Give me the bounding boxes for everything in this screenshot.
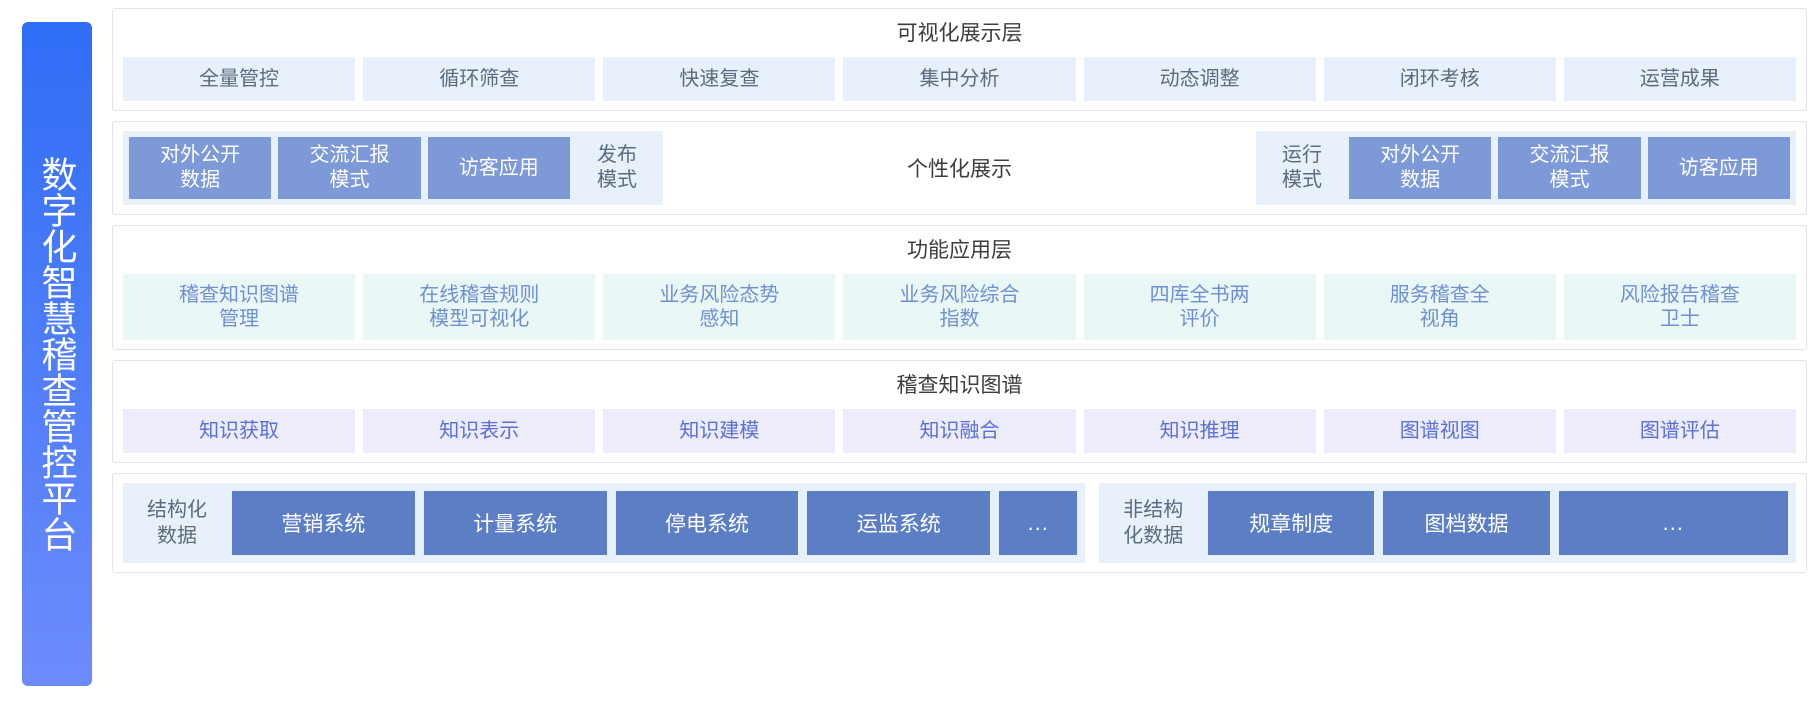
- unstructured-data-label: 非结构化数据: [1123, 499, 1184, 547]
- chip-visual-0[interactable]: 全量管控: [123, 57, 356, 101]
- chip-function-0[interactable]: 稽查知识图谱管理: [123, 274, 356, 340]
- modes-left-group: 对外公开数据 交流汇报模式 访客应用 发布模式: [123, 131, 663, 205]
- chip-function-1[interactable]: 在线稽查规则模型可视化: [363, 274, 596, 340]
- data-source-marketing[interactable]: 营销系统: [232, 491, 415, 555]
- mode-right-2[interactable]: 交流汇报模式: [1498, 137, 1641, 199]
- chip-kg-5[interactable]: 图谱视图: [1323, 409, 1556, 453]
- layer-visualization-title: 可视化展示层: [896, 22, 1023, 45]
- platform-title: 数字化智慧稽查管控平台: [36, 156, 78, 552]
- chip-visual-6[interactable]: 运营成果: [1563, 57, 1796, 101]
- data-source-structured-more[interactable]: ...: [999, 491, 1078, 555]
- chip-visual-3[interactable]: 集中分析: [843, 57, 1076, 101]
- chip-kg-2[interactable]: 知识建模: [603, 409, 836, 453]
- layer-data-sources: 结构化数据 营销系统 计量系统 停电系统 运监系统 ... 非结构化数据 规章制…: [112, 473, 1807, 573]
- data-source-outage[interactable]: 停电系统: [615, 491, 799, 555]
- data-source-archives[interactable]: 图档数据: [1383, 491, 1550, 555]
- structured-data-group: 结构化数据 营销系统 计量系统 停电系统 运监系统 ...: [123, 483, 1086, 563]
- layer-knowledge-graph-items: 知识获取 知识表示 知识建模 知识融合 知识推理 图谱视图 图谱评估: [113, 409, 1806, 462]
- mode-left-0[interactable]: 对外公开数据: [129, 137, 272, 199]
- chip-kg-1[interactable]: 知识表示: [363, 409, 596, 453]
- layer-modes: 对外公开数据 交流汇报模式 访客应用 发布模式 个性化展示 运行模式 对外公开数…: [112, 121, 1807, 215]
- platform-title-bar: 数字化智慧稽查管控平台: [22, 22, 92, 686]
- structured-data-label: 结构化数据: [147, 499, 207, 547]
- mode-left-1[interactable]: 交流汇报模式: [278, 137, 421, 199]
- layer-function-title: 功能应用层: [907, 239, 1012, 262]
- chip-function-4[interactable]: 四库全书两评价: [1083, 274, 1316, 340]
- chip-function-6[interactable]: 风险报告稽查卫士: [1563, 274, 1796, 340]
- data-source-regulations[interactable]: 规章制度: [1208, 491, 1375, 555]
- chip-kg-4[interactable]: 知识推理: [1083, 409, 1316, 453]
- modes-center-label: 个性化展示: [663, 131, 1256, 205]
- layer-visualization: 可视化展示层 全量管控 循环筛查 快速复查 集中分析 动态调整 闭环考核 运营成…: [112, 8, 1807, 111]
- modes-right-group: 运行模式 对外公开数据 交流汇报模式 访客应用: [1256, 131, 1796, 205]
- chip-visual-1[interactable]: 循环筛查: [363, 57, 596, 101]
- data-source-metering[interactable]: 计量系统: [423, 491, 607, 555]
- chip-visual-4[interactable]: 动态调整: [1083, 57, 1316, 101]
- chip-kg-3[interactable]: 知识融合: [843, 409, 1076, 453]
- layer-visualization-items: 全量管控 循环筛查 快速复查 集中分析 动态调整 闭环考核 运营成果: [113, 57, 1806, 110]
- chip-visual-5[interactable]: 闭环考核: [1323, 57, 1556, 101]
- layer-knowledge-graph-title: 稽查知识图谱: [896, 374, 1023, 397]
- layer-knowledge-graph: 稽查知识图谱 知识获取 知识表示 知识建模 知识融合 知识推理 图谱视图 图谱评…: [112, 360, 1807, 463]
- mode-left-3[interactable]: 发布模式: [596, 144, 637, 191]
- mode-right-3[interactable]: 访客应用: [1647, 137, 1790, 199]
- mode-right-0[interactable]: 运行模式: [1282, 144, 1322, 191]
- data-source-monitoring[interactable]: 运监系统: [807, 491, 991, 555]
- chip-function-5[interactable]: 服务稽查全视角: [1323, 274, 1556, 340]
- chip-kg-6[interactable]: 图谱评估: [1563, 409, 1796, 453]
- mode-right-1[interactable]: 对外公开数据: [1349, 137, 1492, 199]
- mode-left-2[interactable]: 访客应用: [427, 137, 570, 199]
- unstructured-data-group: 非结构化数据 规章制度 图档数据 ...: [1099, 483, 1796, 563]
- chip-function-2[interactable]: 业务风险态势感知: [603, 274, 836, 340]
- chip-function-3[interactable]: 业务风险综合指数: [843, 274, 1076, 340]
- layer-function: 功能应用层 稽查知识图谱管理 在线稽查规则模型可视化 业务风险态势感知 业务风险…: [112, 225, 1807, 350]
- data-source-unstructured-more[interactable]: ...: [1558, 491, 1788, 555]
- chip-visual-2[interactable]: 快速复查: [603, 57, 836, 101]
- layer-function-items: 稽查知识图谱管理 在线稽查规则模型可视化 业务风险态势感知 业务风险综合指数 四…: [113, 274, 1806, 349]
- layer-stack: 可视化展示层 全量管控 循环筛查 快速复查 集中分析 动态调整 闭环考核 运营成…: [112, 8, 1807, 702]
- chip-kg-0[interactable]: 知识获取: [123, 409, 356, 453]
